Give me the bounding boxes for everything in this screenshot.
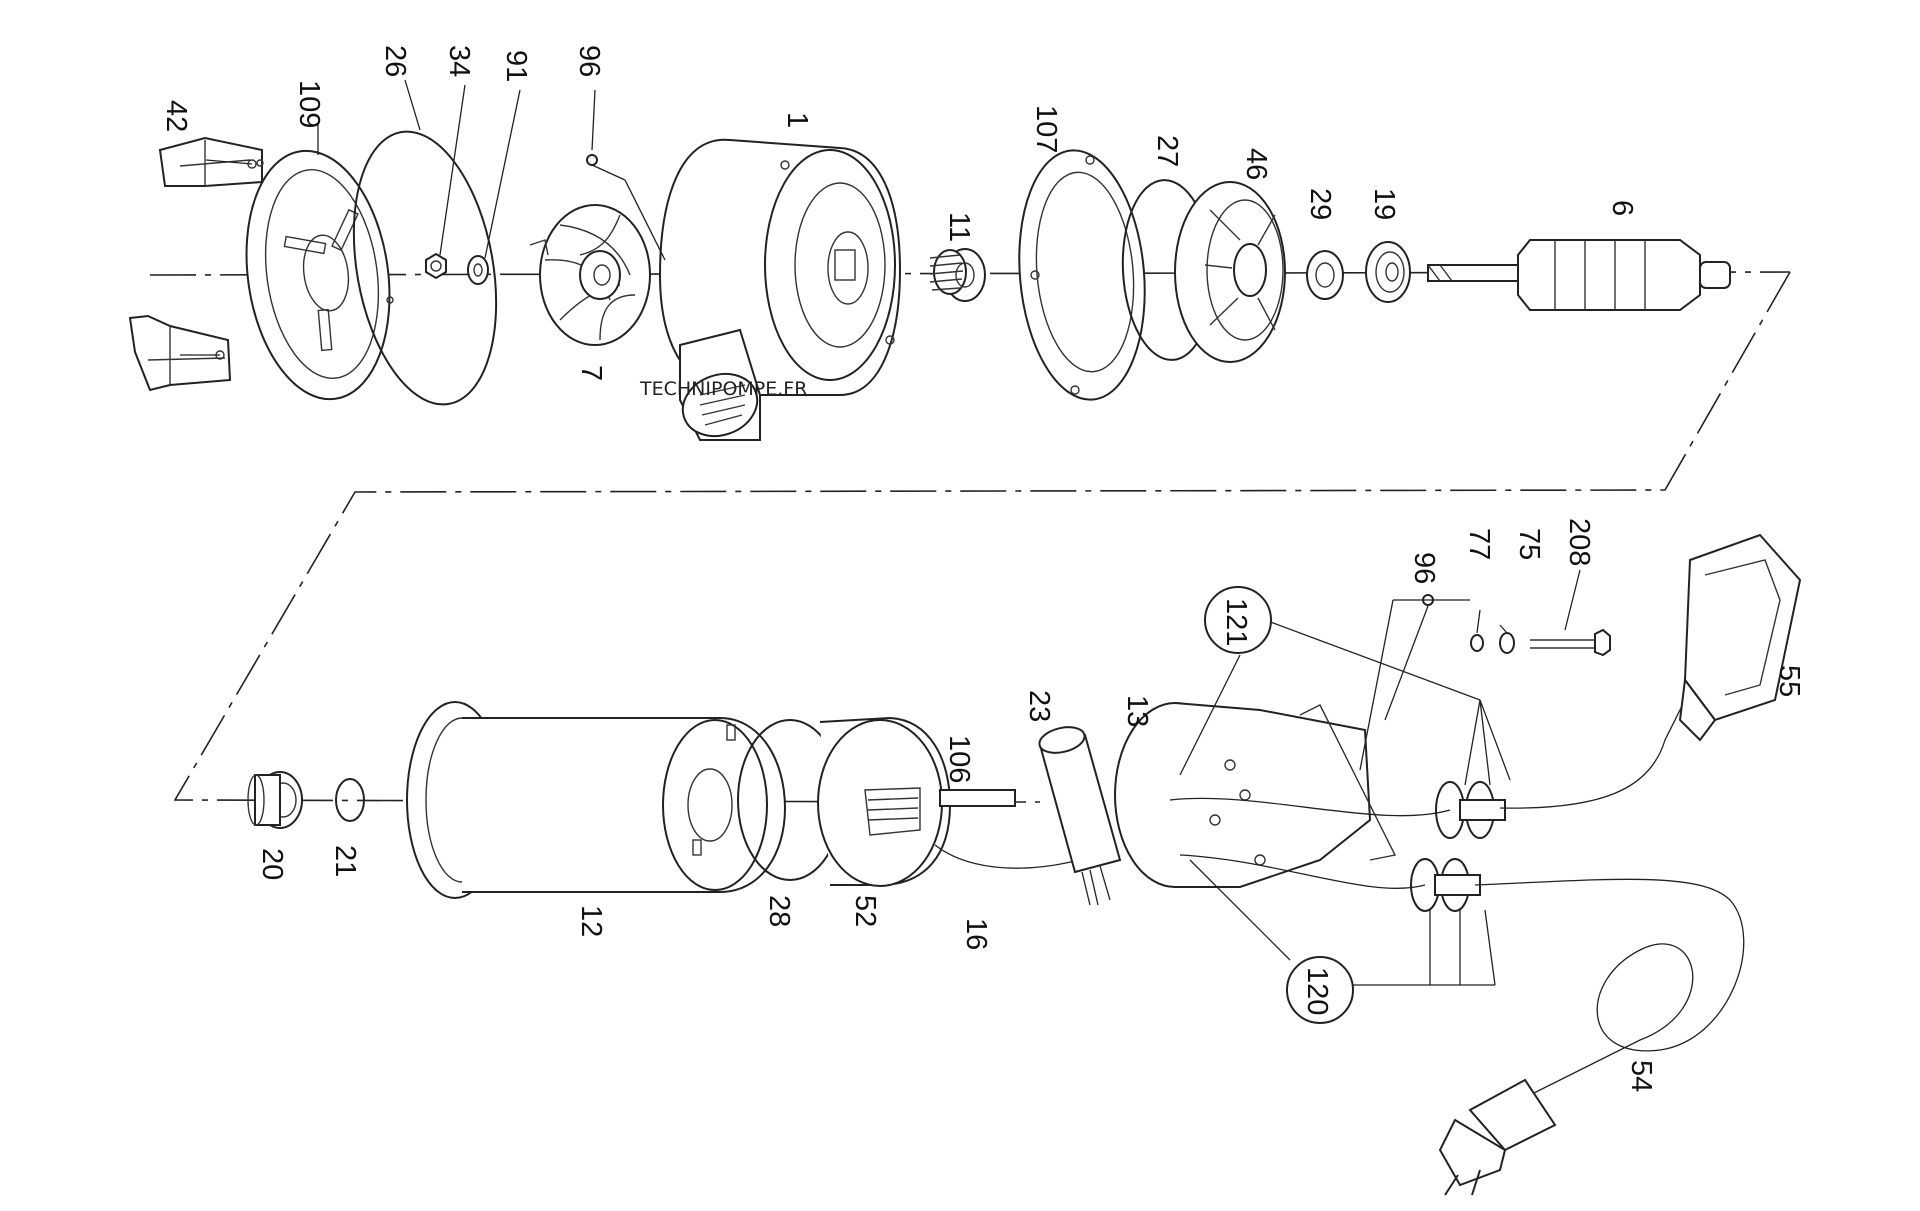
leader-lines [180, 79, 1581, 986]
label-29: 29 [1304, 188, 1336, 220]
float-switch [1678, 533, 1802, 742]
label-26: 26 [379, 45, 411, 77]
callout-121-circle [1204, 586, 1272, 654]
label-96-bottom: 96 [1408, 552, 1440, 584]
label-91: 91 [500, 50, 532, 82]
bearing-bracket [1174, 181, 1286, 363]
motor-top-cover [1114, 702, 1397, 888]
cable-gland-lower [1410, 858, 1481, 912]
label-107: 107 [1030, 105, 1062, 153]
label-208: 208 [1563, 518, 1595, 566]
cable-gland-upper [1435, 781, 1506, 839]
impeller-washer [467, 255, 489, 285]
float-switch-cable [1169, 689, 1691, 817]
small-washer-96-top [586, 154, 598, 166]
pump-housing [658, 138, 902, 441]
gasket-flange [1018, 149, 1146, 401]
label-23: 23 [1023, 690, 1055, 722]
impeller [529, 204, 651, 346]
label-46: 46 [1240, 148, 1272, 180]
label-12: 12 [575, 905, 607, 937]
label-7: 7 [575, 365, 607, 381]
label-55: 55 [1773, 665, 1805, 697]
label-52: 52 [849, 895, 881, 927]
label-19: 19 [1368, 188, 1400, 220]
watermark: TECHNIPOMPE.FR [639, 378, 807, 400]
label-13: 13 [1121, 695, 1153, 727]
rotor-shaft [1427, 239, 1731, 311]
label-21: 21 [329, 845, 361, 877]
washer-77 [1470, 634, 1484, 652]
label-54: 54 [1625, 1060, 1657, 1092]
ball-bearing-top [1365, 241, 1411, 303]
wave-washer [335, 778, 365, 822]
power-plug [1438, 1078, 1557, 1196]
label-121: 121 [1220, 598, 1252, 646]
label-27: 27 [1151, 135, 1183, 167]
label-96-top: 96 [573, 45, 605, 77]
mechanical-seal [929, 248, 986, 302]
cable-sleeve [939, 789, 1016, 807]
label-20: 20 [256, 848, 288, 880]
part-number-labels: 42 109 26 34 91 96 1 7 107 27 46 11 29 1… [160, 45, 1805, 1092]
capacitor [1038, 726, 1122, 906]
label-11: 11 [943, 212, 975, 242]
ball-bearing-bottom [247, 771, 303, 829]
callout-120-circle [1286, 956, 1354, 1024]
motor-casing [406, 701, 787, 899]
label-34: 34 [443, 45, 475, 77]
label-28: 28 [763, 895, 795, 927]
label-77: 77 [1463, 528, 1495, 560]
washer-75 [1499, 632, 1515, 654]
impeller-nut [425, 252, 447, 280]
terminal-cover [817, 716, 952, 887]
label-6: 6 [1606, 200, 1638, 216]
strainer-foot-lower [128, 314, 232, 392]
label-106: 106 [943, 735, 975, 783]
shim-ring [1306, 250, 1344, 300]
label-16: 16 [960, 918, 992, 950]
label-109: 109 [293, 80, 325, 128]
strainer-foot-upper [158, 136, 263, 187]
label-1: 1 [781, 112, 813, 128]
power-cable [1179, 854, 1745, 1101]
bolt-208 [1530, 628, 1611, 657]
label-120: 120 [1301, 967, 1333, 1015]
label-42: 42 [160, 100, 192, 132]
label-75: 75 [1513, 528, 1545, 560]
o-ring-26 [352, 130, 498, 406]
